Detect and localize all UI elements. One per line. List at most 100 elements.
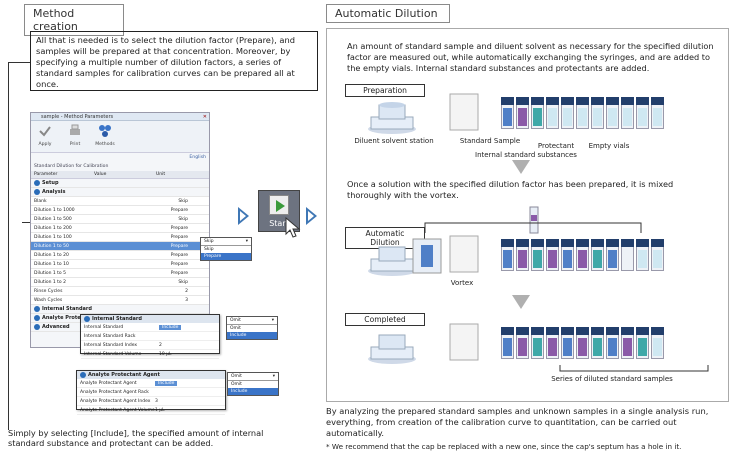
row-value[interactable]: Prepare	[170, 261, 188, 267]
dropdown-option-include[interactable]: Include	[227, 332, 277, 339]
collapse-icon	[34, 306, 40, 312]
apply-button[interactable]: Apply	[34, 124, 56, 149]
vial-icon	[591, 327, 604, 359]
dropdown-current: Omit	[231, 374, 242, 379]
analyte-protectant-popup: Analyte Protectant Agent Analyte Protect…	[76, 370, 226, 415]
group-setup[interactable]: Setup	[31, 179, 209, 188]
print-button[interactable]: Print	[64, 124, 86, 149]
method-intro-text: All that is needed is to select the dilu…	[30, 31, 318, 91]
row-param: Dilution 1 to 1000	[34, 207, 75, 213]
popup-row[interactable]: Internal Standard Rack	[81, 332, 219, 341]
row-value[interactable]: Skip	[178, 198, 188, 204]
down-arrow-icon	[512, 160, 530, 174]
vial-icon	[516, 97, 529, 129]
popup-param: Analyte Protectant Agent	[80, 380, 137, 386]
popup-param: Internal Standard Rack	[84, 333, 136, 339]
vial-icon	[591, 97, 604, 129]
popup-value[interactable]: 3	[155, 398, 158, 404]
dropdown-option-skip[interactable]: Skip	[204, 247, 214, 252]
popup-value[interactable]: 10 µL	[159, 351, 172, 357]
dropdown-option-omit[interactable]: Omit	[231, 382, 242, 387]
dropdown-option-prepare[interactable]: Prepare	[201, 253, 251, 260]
syringe-icon	[529, 206, 539, 234]
row-param: Blank	[34, 198, 47, 204]
popup-value[interactable]: 1 µL	[155, 407, 165, 413]
popup-row[interactable]: Internal Standard Volume 10 µL	[81, 350, 219, 359]
row-value[interactable]: Prepare	[170, 270, 188, 276]
arrow-right-icon	[306, 207, 317, 225]
standard-bottle-icon	[449, 93, 479, 131]
down-arrow-icon	[512, 295, 530, 309]
popup-row[interactable]: Analyte Protectant Agent Rack	[77, 388, 225, 397]
row-value[interactable]: Skip	[178, 279, 188, 285]
standard-sample-label: Standard Sample	[459, 137, 521, 145]
dilution-intro-text: An amount of standard sample and diluent…	[347, 41, 714, 73]
vial-icon	[606, 239, 619, 271]
footnote-text: * We recommend that the cap be replaced …	[326, 442, 682, 451]
diluent-station-icon	[368, 102, 416, 134]
group-analysis[interactable]: Analysis	[31, 188, 209, 197]
popup-value[interactable]: 2	[159, 342, 162, 348]
row-param: Dilution 1 to 5	[34, 270, 66, 276]
series-label: Series of diluted standard samples	[551, 375, 673, 383]
row-value[interactable]: Prepare	[170, 243, 188, 249]
col-unit: Unit	[156, 172, 166, 177]
vial-icon	[576, 239, 589, 271]
popup-param: Internal Standard	[84, 324, 124, 330]
row-value[interactable]: Prepare	[170, 234, 188, 240]
table-row[interactable]: Dilution 1 to 10 Prepare	[31, 260, 209, 269]
language-link[interactable]: English	[189, 155, 206, 160]
ap-dropdown[interactable]: Omit ▾ Omit Include	[227, 372, 279, 396]
apply-label: Apply	[38, 142, 52, 147]
table-row[interactable]: Wash Cycles 3	[31, 296, 209, 305]
chevron-down-icon: ▾	[272, 374, 275, 379]
method-parameters-window: sample - Method Parameters ✕ Apply Print…	[30, 112, 210, 348]
internal-standard-label: Internal standard substances	[475, 151, 577, 159]
bracket-connector	[8, 62, 30, 63]
table-row[interactable]: Dilution 1 to 5 Prepare	[31, 269, 209, 278]
group-advanced-label: Advanced	[42, 324, 70, 330]
window-subtitle: Standard Dilution for Calibration	[34, 164, 109, 169]
vial-icon	[651, 327, 664, 359]
popup-row[interactable]: Analyte Protectant Agent Include	[77, 379, 225, 388]
popup-row[interactable]: Internal Standard Include	[81, 323, 219, 332]
table-row[interactable]: Dilution 1 to 1000 Prepare	[31, 206, 209, 215]
close-icon[interactable]: ✕	[202, 114, 207, 120]
play-icon	[269, 195, 289, 215]
is-dropdown[interactable]: Omit▾ Omit Include	[226, 316, 278, 340]
dilution-dropdown[interactable]: Skip▾ Skip Prepare	[200, 237, 252, 261]
dropdown-option-include[interactable]: Include	[228, 388, 278, 395]
popup-value[interactable]: Include	[155, 380, 178, 386]
vial-icon	[621, 239, 634, 271]
method-creation-tab: Method creation	[24, 4, 124, 36]
table-row[interactable]: Blank Skip	[31, 197, 209, 206]
empty-vials-label: Empty vials	[588, 142, 630, 150]
dropdown-option-omit[interactable]: Omit	[230, 326, 241, 331]
group-internal-standard[interactable]: Internal Standard	[31, 305, 209, 314]
row-value[interactable]: Skip	[178, 216, 188, 222]
row-value[interactable]: Prepare	[170, 252, 188, 258]
row-param: Wash Cycles	[34, 297, 63, 303]
vial-icon	[636, 97, 649, 129]
row-value[interactable]: Prepare	[170, 207, 188, 213]
row-value[interactable]: Prepare	[170, 225, 188, 231]
cursor-icon	[285, 217, 301, 238]
start-button[interactable]: Start	[258, 190, 301, 238]
row-param: Dilution 1 to 10	[34, 261, 69, 267]
popup-value[interactable]: Include	[159, 324, 182, 330]
methods-button[interactable]: Methods	[94, 124, 116, 149]
popup-param: Internal Standard Volume	[84, 351, 142, 357]
start-label: Start	[269, 219, 289, 228]
row-value[interactable]: 2	[185, 288, 188, 294]
row-value[interactable]: 3	[185, 297, 188, 303]
